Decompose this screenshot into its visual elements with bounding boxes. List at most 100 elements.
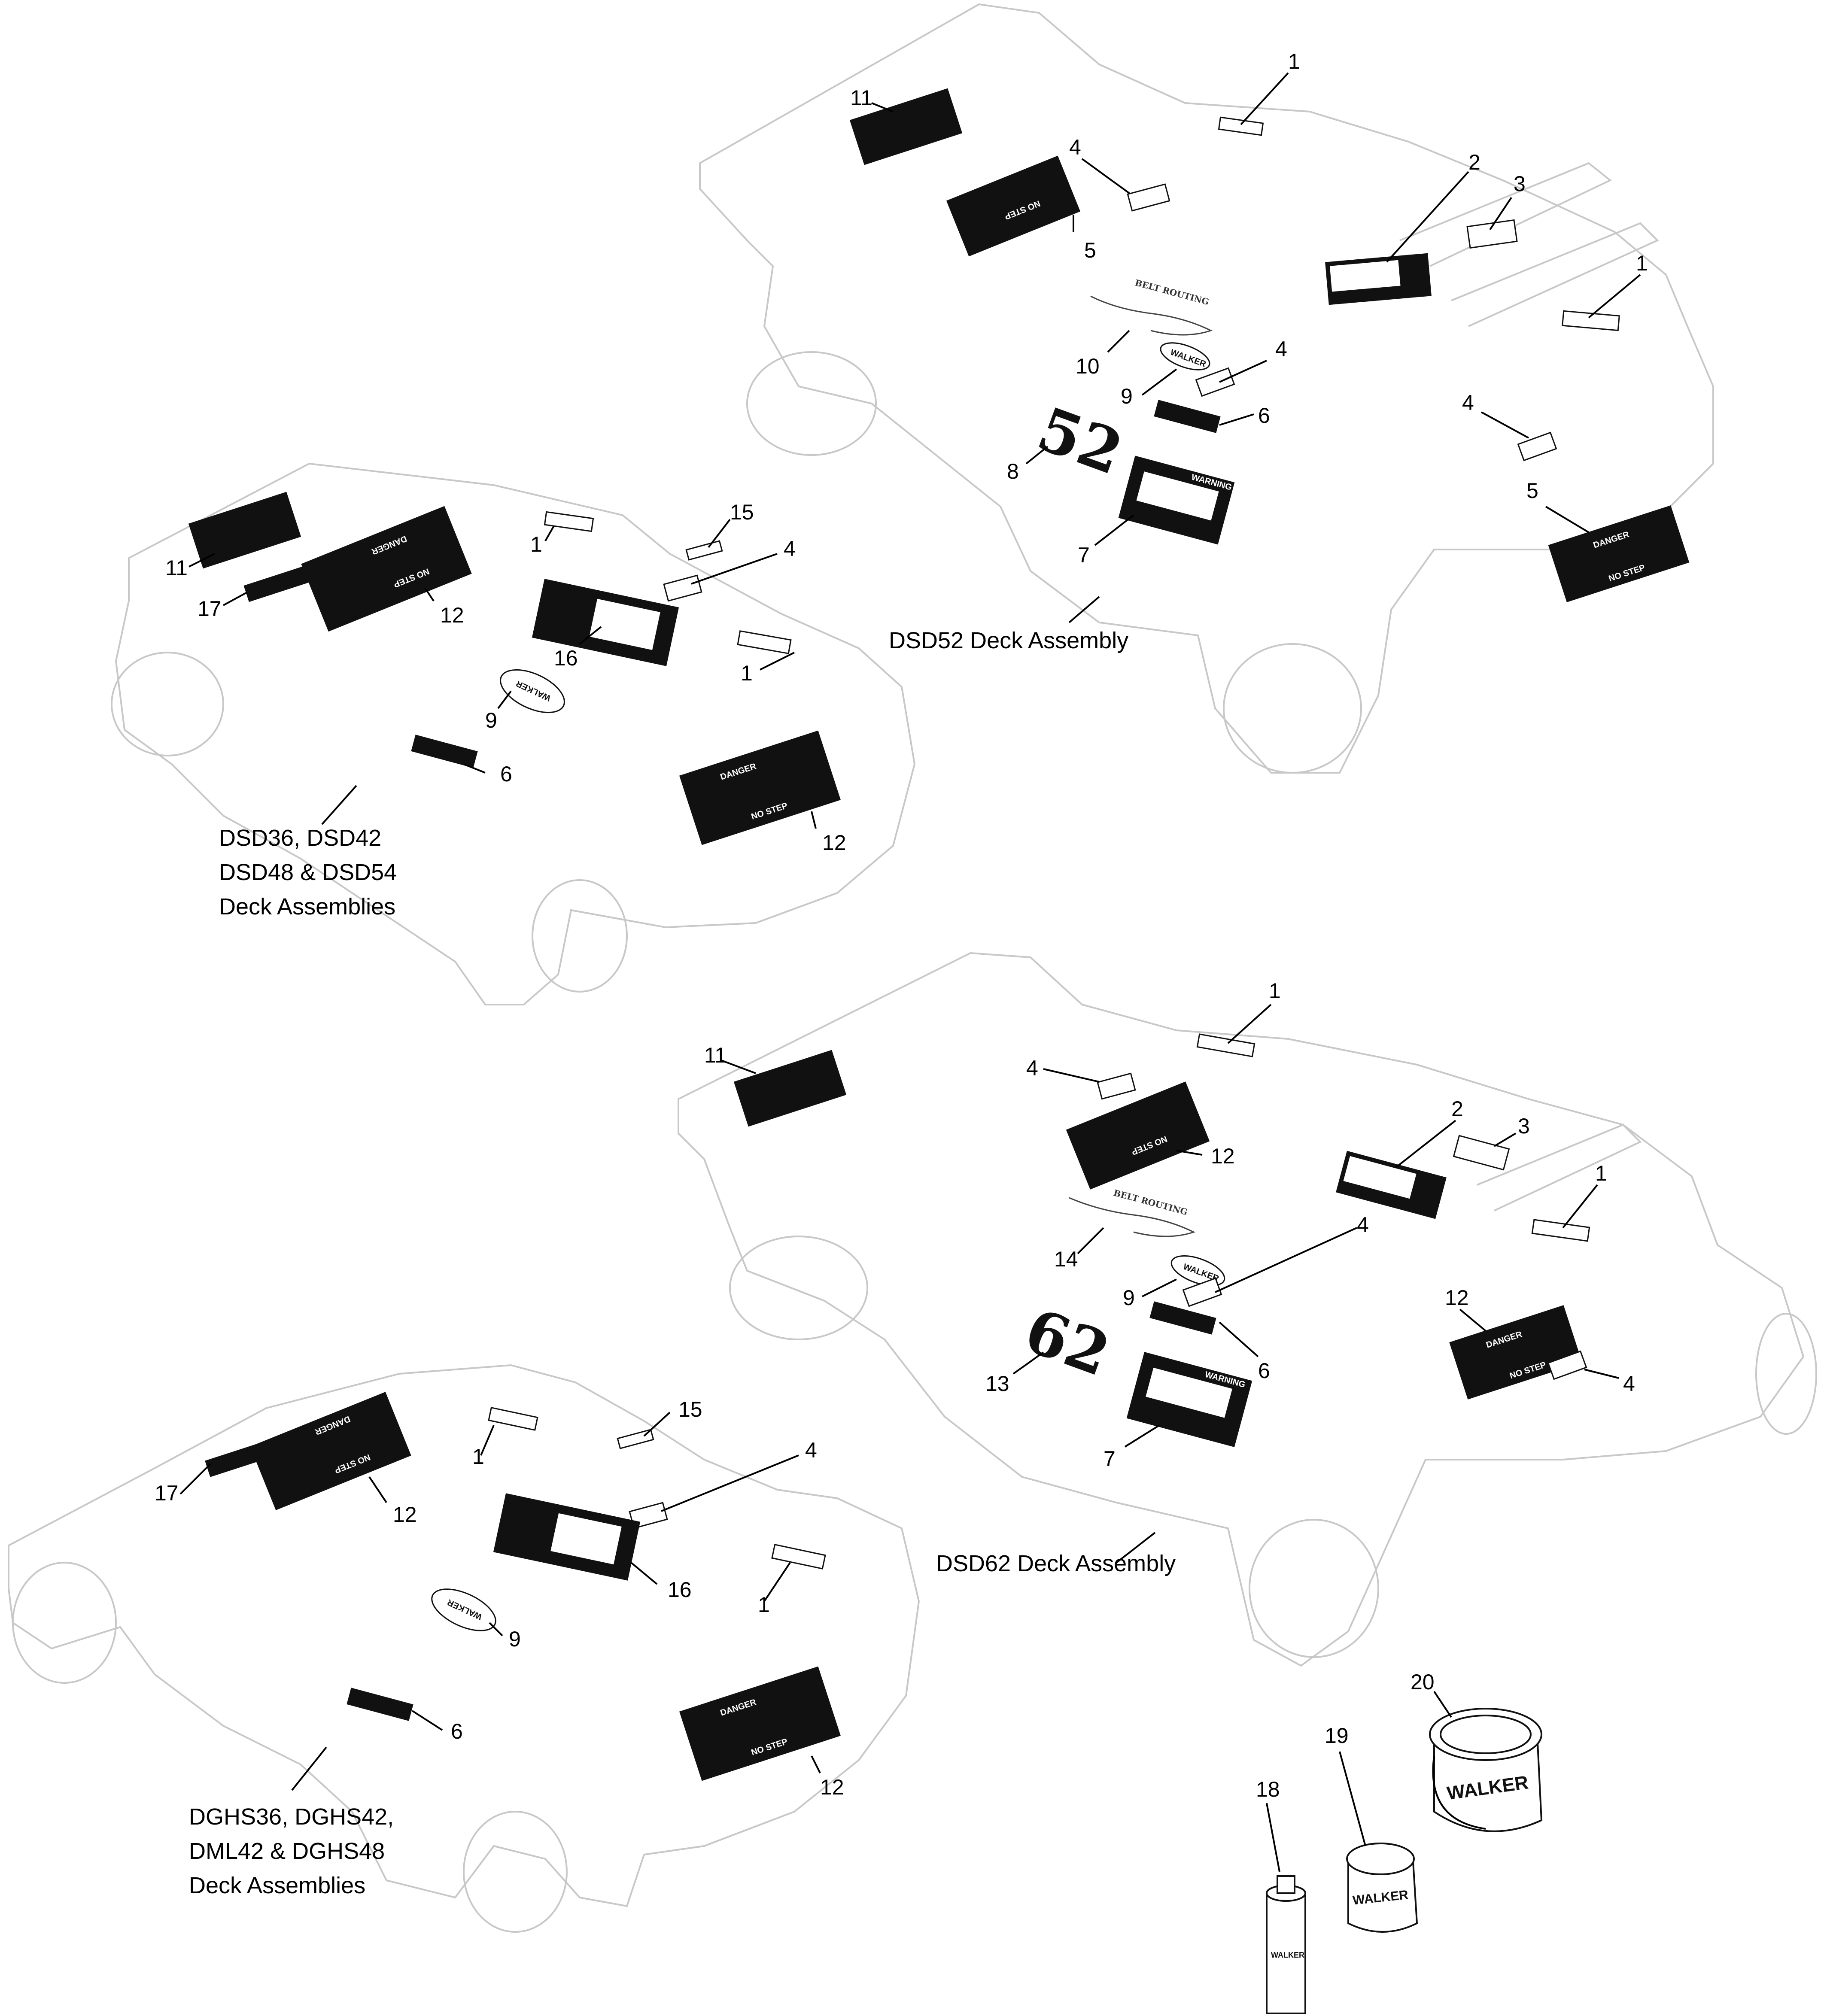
decal-1-dghs36-top: [488, 1407, 538, 1431]
leader: [424, 587, 435, 602]
paint-can-aerosol: WALKER: [1266, 1875, 1306, 2014]
leader-lines: [179, 72, 1641, 1872]
decal-15-dghs36: [617, 1429, 654, 1449]
quart-can-body: [1347, 1853, 1418, 1933]
callout-dghs36-9: 12: [820, 1775, 844, 1799]
dghs36-wheel-right: [463, 1811, 568, 1933]
callout-dsd36-9: 6: [500, 762, 512, 786]
belt-routing-path-dsd52: [1090, 295, 1213, 336]
gallon-can-body: [1433, 1733, 1543, 1832]
decal-6-dsd36: [411, 735, 478, 768]
caption-dsd36-line1: DSD36, DSD42: [219, 825, 381, 851]
decal-1-dghs36-right: [771, 1544, 826, 1570]
paint-items: WALKER WALKER WALKER: [1266, 1708, 1543, 2014]
leader: [489, 1622, 503, 1636]
callout-dsd62-11: 6: [1258, 1359, 1270, 1383]
leader: [1142, 1278, 1177, 1297]
decal-12-dsd62-bottom: [1449, 1305, 1582, 1400]
caption-dsd36-line3: Deck Assemblies: [219, 894, 395, 920]
decal-5-dsd52-bottom: [1548, 505, 1690, 602]
leader: [811, 811, 817, 829]
leader: [1481, 411, 1529, 439]
decal-5-dsd52-top: [946, 155, 1081, 257]
leader: [691, 553, 778, 585]
leader: [1219, 413, 1254, 426]
leader: [1124, 1424, 1160, 1448]
decal-1-dsd36-right: [737, 630, 792, 654]
leader: [1141, 368, 1177, 396]
decal-17-dsd36: [243, 565, 310, 602]
leader: [411, 1710, 443, 1731]
caption-dghs36-line1: DGHS36, DGHS42,: [189, 1804, 394, 1830]
callout-dsd52-6: 1: [1636, 251, 1648, 275]
decal-11-dsd52: [849, 88, 963, 165]
callout-dsd62-8: 4: [1357, 1213, 1369, 1237]
decal-2-dsd52-inner: [1329, 260, 1401, 292]
callout-dsd62-14: 7: [1103, 1447, 1116, 1471]
leader: [1077, 1227, 1104, 1254]
walker-logo-ellipse-dsd62: [1170, 1255, 1225, 1286]
decal-16-dsd36-inner: [589, 598, 660, 650]
dsd62-deck-assembly: [678, 952, 1817, 1667]
decal-9-walker-logo-dsd52: WALKER: [1160, 342, 1210, 370]
decal-4-dsd62-b: [1182, 1277, 1222, 1307]
callout-dsd36-2: 15: [730, 500, 754, 524]
decal-1-dsd52-right: [1562, 310, 1620, 331]
belt-routing-label-dsd62: BELT ROUTING: [1113, 1187, 1189, 1217]
callout-dsd52-5: 5: [1084, 238, 1096, 262]
callout-dsd62-2: 4: [1026, 1056, 1038, 1080]
callout-dsd62-3: 2: [1451, 1097, 1463, 1121]
decal-1-dsd36-top: [544, 511, 594, 532]
callout-dsd52-1: 11: [850, 86, 872, 110]
decal-2-dsd62-inner: [1343, 1156, 1417, 1199]
dsd62-decals: NO STEP BELT ROUTING WALKER 62 WARNING D…: [733, 1033, 1590, 1447]
callout-dsd36-7: 1: [741, 661, 753, 685]
leader: [1219, 360, 1267, 383]
belt-routing-path-dsd62: [1069, 1197, 1195, 1237]
callout-dghs36-4: 4: [805, 1438, 817, 1462]
dsd36-wheel-right: [532, 879, 628, 993]
dsd62-wheel-far: [1755, 1313, 1817, 1435]
leader: [871, 102, 894, 112]
caption-dsd36-line2: DSD48 & DSD54: [219, 859, 397, 885]
callout-dsd52-3: 2: [1468, 150, 1480, 174]
callout-numbers: 1 11 4 2 3 5 1 10 4 9 6 4 8 7 5 11 1 15 …: [155, 49, 1648, 1801]
callout-dghs36-0: 15: [678, 1397, 702, 1421]
decal-12-dsd62-top: [1066, 1081, 1210, 1190]
callout-dghs36-3: 1: [472, 1445, 484, 1469]
dsd52-wheel-left: [746, 351, 877, 456]
leader: [1227, 1004, 1272, 1044]
paint-can-gallon: WALKER: [1429, 1708, 1543, 1832]
callout-dsd52-12: 8: [1007, 459, 1019, 483]
leader: [643, 1412, 671, 1437]
decal-6-dsd52: [1154, 400, 1221, 433]
dsd62-wheel-left: [729, 1236, 868, 1340]
callout-dghs36-1: 17: [155, 1481, 179, 1505]
leader: [1588, 274, 1641, 319]
callout-dsd36-8: 9: [485, 708, 497, 732]
decal-7-warning-dsd62-inner: [1146, 1367, 1232, 1418]
decal-4-dsd62-c: [1547, 1350, 1587, 1380]
leader: [1433, 1691, 1452, 1718]
leader: [1215, 1227, 1357, 1293]
callout-dsd62-1: 11: [704, 1043, 727, 1067]
decal-4-dsd62-a: [1097, 1072, 1136, 1100]
decal-12-dsd36-top: [301, 506, 472, 632]
callout-dsd36-10: 12: [822, 831, 846, 855]
leader: [1562, 1184, 1598, 1229]
dghs36-deck-assembly: [8, 1364, 920, 1933]
decal-15-dsd36: [685, 540, 723, 561]
callout-dsd62-5: 12: [1211, 1144, 1235, 1168]
decal-9-walker-logo-dsd36: WALKER: [500, 669, 565, 713]
dghs36-wheel-left: [12, 1562, 117, 1684]
callout-dsd52-2: 4: [1069, 135, 1081, 159]
callout-dsd62-12: 4: [1623, 1372, 1635, 1396]
leader: [1489, 197, 1512, 231]
callout-dsd52-9: 9: [1121, 384, 1133, 408]
dsd36-decals: NO STEP DANGER WALKER DANGER NO STEP: [188, 492, 841, 845]
leader: [223, 592, 247, 606]
gallon-can-rim: [1440, 1715, 1532, 1754]
caption-dsd52: DSD52 Deck Assembly: [889, 628, 1128, 653]
decal-4-dsd52-a: [1127, 183, 1170, 212]
dsd52-spindle-pipe: [1399, 162, 1612, 267]
